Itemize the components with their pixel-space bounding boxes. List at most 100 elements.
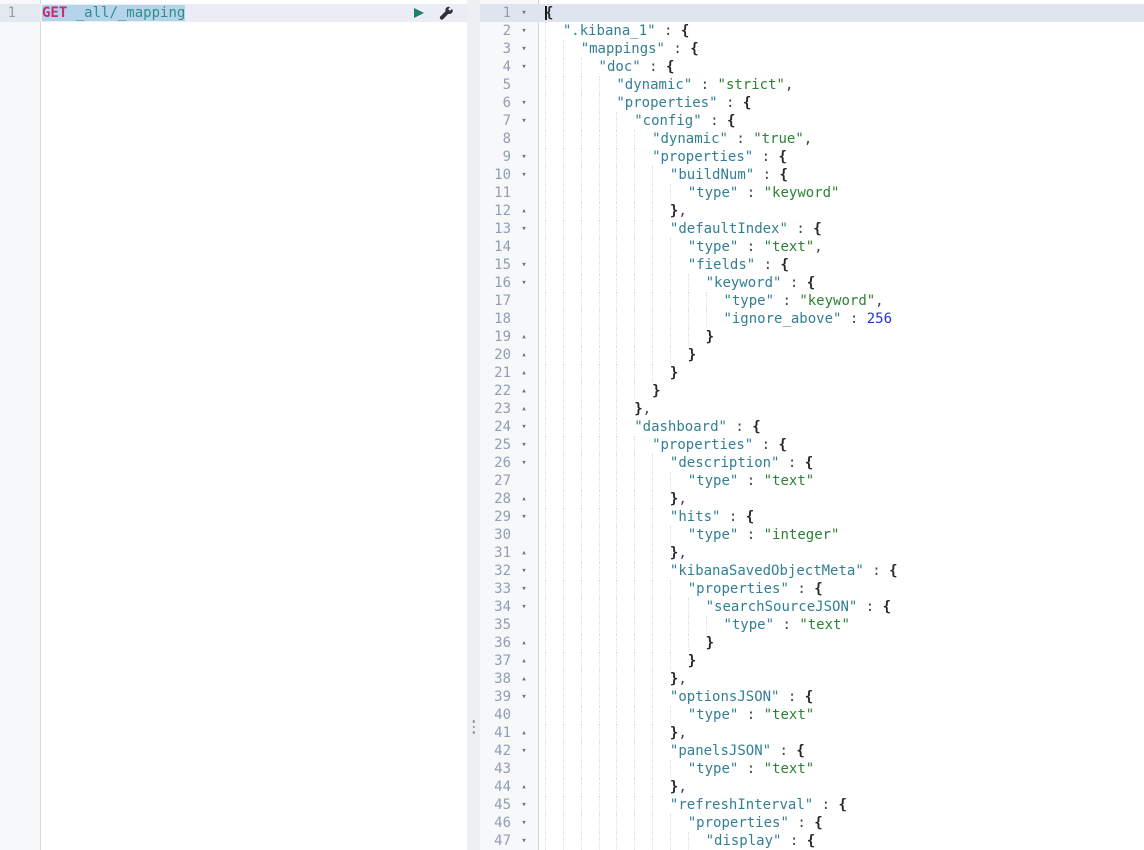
code-line[interactable]: } [539, 328, 1144, 346]
response-line[interactable]: 9▾"properties" : { [480, 148, 1144, 166]
code-line[interactable]: "dashboard" : { [539, 418, 1144, 436]
code-line[interactable]: "type" : "integer" [539, 526, 1144, 544]
fold-close-icon[interactable]: ▴ [521, 386, 527, 396]
response-line[interactable]: 34▾"searchSourceJSON" : { [480, 598, 1144, 616]
code-line[interactable]: }, [539, 670, 1144, 688]
response-line[interactable]: 32▾"kibanaSavedObjectMeta" : { [480, 562, 1144, 580]
code-line[interactable]: }, [539, 778, 1144, 796]
code-line[interactable]: }, [539, 490, 1144, 508]
response-line[interactable]: 40"type" : "text" [480, 706, 1144, 724]
code-line[interactable]: } [539, 346, 1144, 364]
fold-open-icon[interactable]: ▾ [521, 458, 527, 468]
code-line[interactable]: } [539, 634, 1144, 652]
code-line[interactable]: "refreshInterval" : { [539, 796, 1144, 814]
code-line[interactable]: ".kibana_1" : { [539, 22, 1144, 40]
response-line[interactable]: 6▾"properties" : { [480, 94, 1144, 112]
response-line[interactable]: 16▾"keyword" : { [480, 274, 1144, 292]
response-line[interactable]: 14"type" : "text", [480, 238, 1144, 256]
response-line[interactable]: 19▴} [480, 328, 1144, 346]
response-line[interactable]: 26▾"description" : { [480, 454, 1144, 472]
response-line[interactable]: 4▾"doc" : { [480, 58, 1144, 76]
fold-open-icon[interactable]: ▾ [521, 260, 527, 270]
response-line[interactable]: 2▾".kibana_1" : { [480, 22, 1144, 40]
code-line[interactable]: "properties" : { [539, 814, 1144, 832]
fold-close-icon[interactable]: ▴ [521, 728, 527, 738]
code-line[interactable]: }, [539, 400, 1144, 418]
fold-open-icon[interactable]: ▾ [521, 440, 527, 450]
response-line[interactable]: 20▴} [480, 346, 1144, 364]
fold-open-icon[interactable]: ▾ [521, 692, 527, 702]
response-line[interactable]: 1▾{ [480, 4, 1144, 22]
code-line[interactable]: "fields" : { [539, 256, 1144, 274]
response-line[interactable]: 5"dynamic" : "strict", [480, 76, 1144, 94]
response-line[interactable]: 18"ignore_above" : 256 [480, 310, 1144, 328]
response-line[interactable]: 11"type" : "keyword" [480, 184, 1144, 202]
code-line[interactable]: "searchSourceJSON" : { [539, 598, 1144, 616]
response-line[interactable]: 41▴}, [480, 724, 1144, 742]
response-line[interactable]: 39▾"optionsJSON" : { [480, 688, 1144, 706]
response-line[interactable]: 15▾"fields" : { [480, 256, 1144, 274]
response-line[interactable]: 29▾"hits" : { [480, 508, 1144, 526]
response-line[interactable]: 46▾"properties" : { [480, 814, 1144, 832]
code-line[interactable]: "properties" : { [539, 94, 1144, 112]
code-line[interactable]: } [539, 652, 1144, 670]
code-line[interactable]: "type" : "keyword" [539, 184, 1144, 202]
code-line[interactable]: "config" : { [539, 112, 1144, 130]
fold-open-icon[interactable]: ▾ [521, 800, 527, 810]
code-line[interactable]: "type" : "text", [539, 238, 1144, 256]
fold-close-icon[interactable]: ▴ [521, 350, 527, 360]
code-line[interactable]: "type" : "text" [539, 760, 1144, 778]
code-line[interactable]: "properties" : { [539, 148, 1144, 166]
response-line[interactable]: 36▴} [480, 634, 1144, 652]
fold-open-icon[interactable]: ▾ [521, 602, 527, 612]
fold-close-icon[interactable]: ▴ [521, 674, 527, 684]
code-line[interactable]: "kibanaSavedObjectMeta" : { [539, 562, 1144, 580]
fold-open-icon[interactable]: ▾ [521, 98, 527, 108]
code-line[interactable]: "display" : { [539, 832, 1144, 850]
response-line[interactable]: 3▾"mappings" : { [480, 40, 1144, 58]
response-line[interactable]: 27"type" : "text" [480, 472, 1144, 490]
code-line[interactable]: "type" : "keyword", [539, 292, 1144, 310]
response-line[interactable]: 7▾"config" : { [480, 112, 1144, 130]
code-line[interactable]: "description" : { [539, 454, 1144, 472]
fold-close-icon[interactable]: ▴ [521, 404, 527, 414]
response-line[interactable]: 17"type" : "keyword", [480, 292, 1144, 310]
response-viewer[interactable]: 1▾{2▾".kibana_1" : {3▾"mappings" : {4▾"d… [480, 0, 1144, 850]
code-line[interactable]: "buildNum" : { [539, 166, 1144, 184]
fold-open-icon[interactable]: ▾ [521, 26, 527, 36]
response-line[interactable]: 35"type" : "text" [480, 616, 1144, 634]
response-line[interactable]: 30"type" : "integer" [480, 526, 1144, 544]
code-line[interactable]: }, [539, 544, 1144, 562]
code-line[interactable]: "panelsJSON" : { [539, 742, 1144, 760]
response-line[interactable]: 42▾"panelsJSON" : { [480, 742, 1144, 760]
fold-close-icon[interactable]: ▴ [521, 206, 527, 216]
fold-close-icon[interactable]: ▴ [521, 494, 527, 504]
fold-open-icon[interactable]: ▾ [521, 836, 527, 846]
response-line[interactable]: 25▾"properties" : { [480, 436, 1144, 454]
fold-open-icon[interactable]: ▾ [521, 170, 527, 180]
panel-resizer[interactable] [467, 0, 480, 850]
fold-open-icon[interactable]: ▾ [521, 8, 527, 18]
code-line[interactable]: "properties" : { [539, 436, 1144, 454]
code-line[interactable]: "doc" : { [539, 58, 1144, 76]
fold-open-icon[interactable]: ▾ [521, 278, 527, 288]
code-line[interactable]: "hits" : { [539, 508, 1144, 526]
fold-open-icon[interactable]: ▾ [521, 116, 527, 126]
code-line[interactable]: "optionsJSON" : { [539, 688, 1144, 706]
fold-close-icon[interactable]: ▴ [521, 332, 527, 342]
code-line[interactable]: "dynamic" : "strict", [539, 76, 1144, 94]
drag-handle-icon[interactable] [472, 720, 475, 734]
request-settings-button[interactable] [439, 6, 453, 20]
code-line[interactable]: GET _all/_mapping [40, 4, 467, 22]
code-line[interactable]: } [539, 364, 1144, 382]
response-line[interactable]: 12▴}, [480, 202, 1144, 220]
fold-open-icon[interactable]: ▾ [521, 422, 527, 432]
code-line[interactable]: "type" : "text" [539, 706, 1144, 724]
response-line[interactable]: 47▾"display" : { [480, 832, 1144, 850]
code-line[interactable]: } [539, 382, 1144, 400]
fold-open-icon[interactable]: ▾ [521, 152, 527, 162]
fold-close-icon[interactable]: ▴ [521, 782, 527, 792]
code-line[interactable]: "ignore_above" : 256 [539, 310, 1144, 328]
